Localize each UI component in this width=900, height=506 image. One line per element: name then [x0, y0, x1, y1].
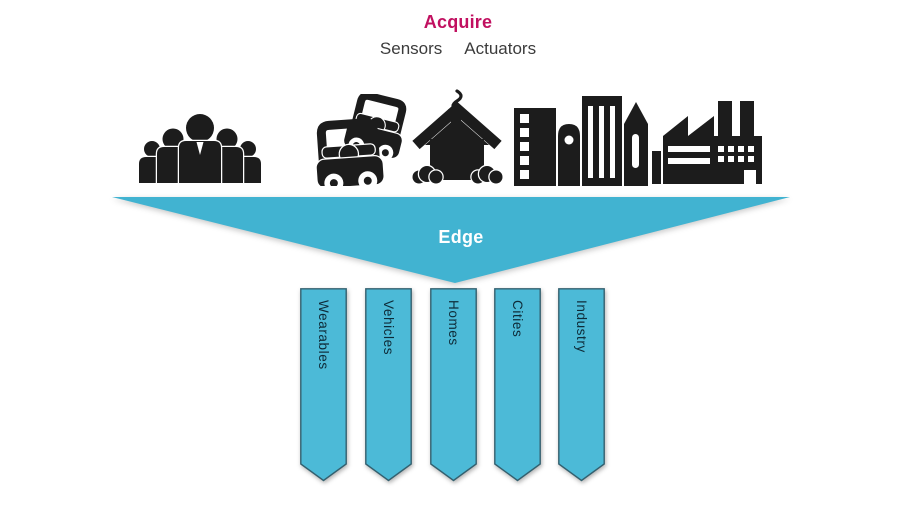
banner-cities: Cities: [494, 288, 541, 482]
subtitle-actuators: Actuators: [464, 39, 537, 58]
subtitle-sensors: Sensors: [379, 39, 443, 58]
banner-arrow-shape: [300, 288, 347, 482]
banner-industry: Industry: [558, 288, 605, 482]
banner-arrow-shape: [558, 288, 605, 482]
cars-icon: [316, 94, 410, 186]
banner-homes: Homes: [430, 288, 477, 482]
subtitle: Sensors Actuators: [258, 39, 658, 59]
factory-icon: [652, 96, 768, 186]
funnel-label: Edge: [438, 227, 484, 247]
banner-label: Wearables: [316, 300, 331, 370]
banner-label: Cities: [510, 300, 525, 338]
page-title: Acquire: [423, 12, 493, 32]
banner-label: Industry: [574, 300, 589, 353]
banner-vehicles: Vehicles: [365, 288, 412, 482]
funnel-triangle: [112, 197, 790, 283]
banner-label: Homes: [446, 300, 461, 346]
people-icon: [138, 111, 262, 183]
banner-label: Vehicles: [381, 300, 396, 356]
banner-arrow-shape: [494, 288, 541, 482]
header: Acquire Sensors Actuators: [258, 12, 658, 59]
banner-arrow-shape: [430, 288, 477, 482]
house-icon: [410, 88, 504, 186]
banner-arrow-shape: [365, 288, 412, 482]
banner-wearables: Wearables: [300, 288, 347, 482]
city-icon: [512, 90, 648, 186]
